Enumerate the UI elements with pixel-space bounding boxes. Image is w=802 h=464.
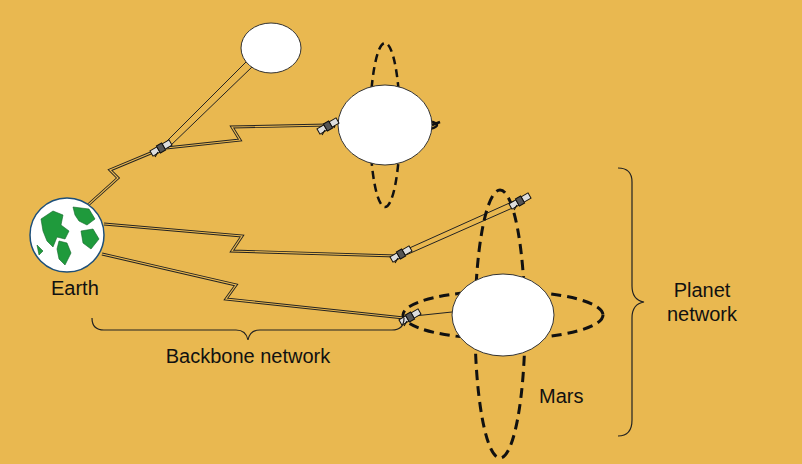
planet-name: Earth [51, 277, 99, 300]
planet-name: Mars [539, 385, 583, 408]
earth-planet: Earth [29, 197, 105, 273]
relay-link [164, 62, 517, 316]
bracket [92, 318, 404, 340]
orbit [333, 43, 437, 207]
mars-outline [451, 273, 555, 357]
brace [618, 168, 644, 436]
earth-outline [29, 197, 105, 273]
network-label: Backbone network [128, 344, 368, 368]
network-label: Planet network [647, 278, 757, 326]
planet [338, 85, 432, 165]
mars-planet: Mars [451, 273, 555, 357]
mars-orbit [403, 190, 603, 458]
moon [241, 23, 301, 73]
